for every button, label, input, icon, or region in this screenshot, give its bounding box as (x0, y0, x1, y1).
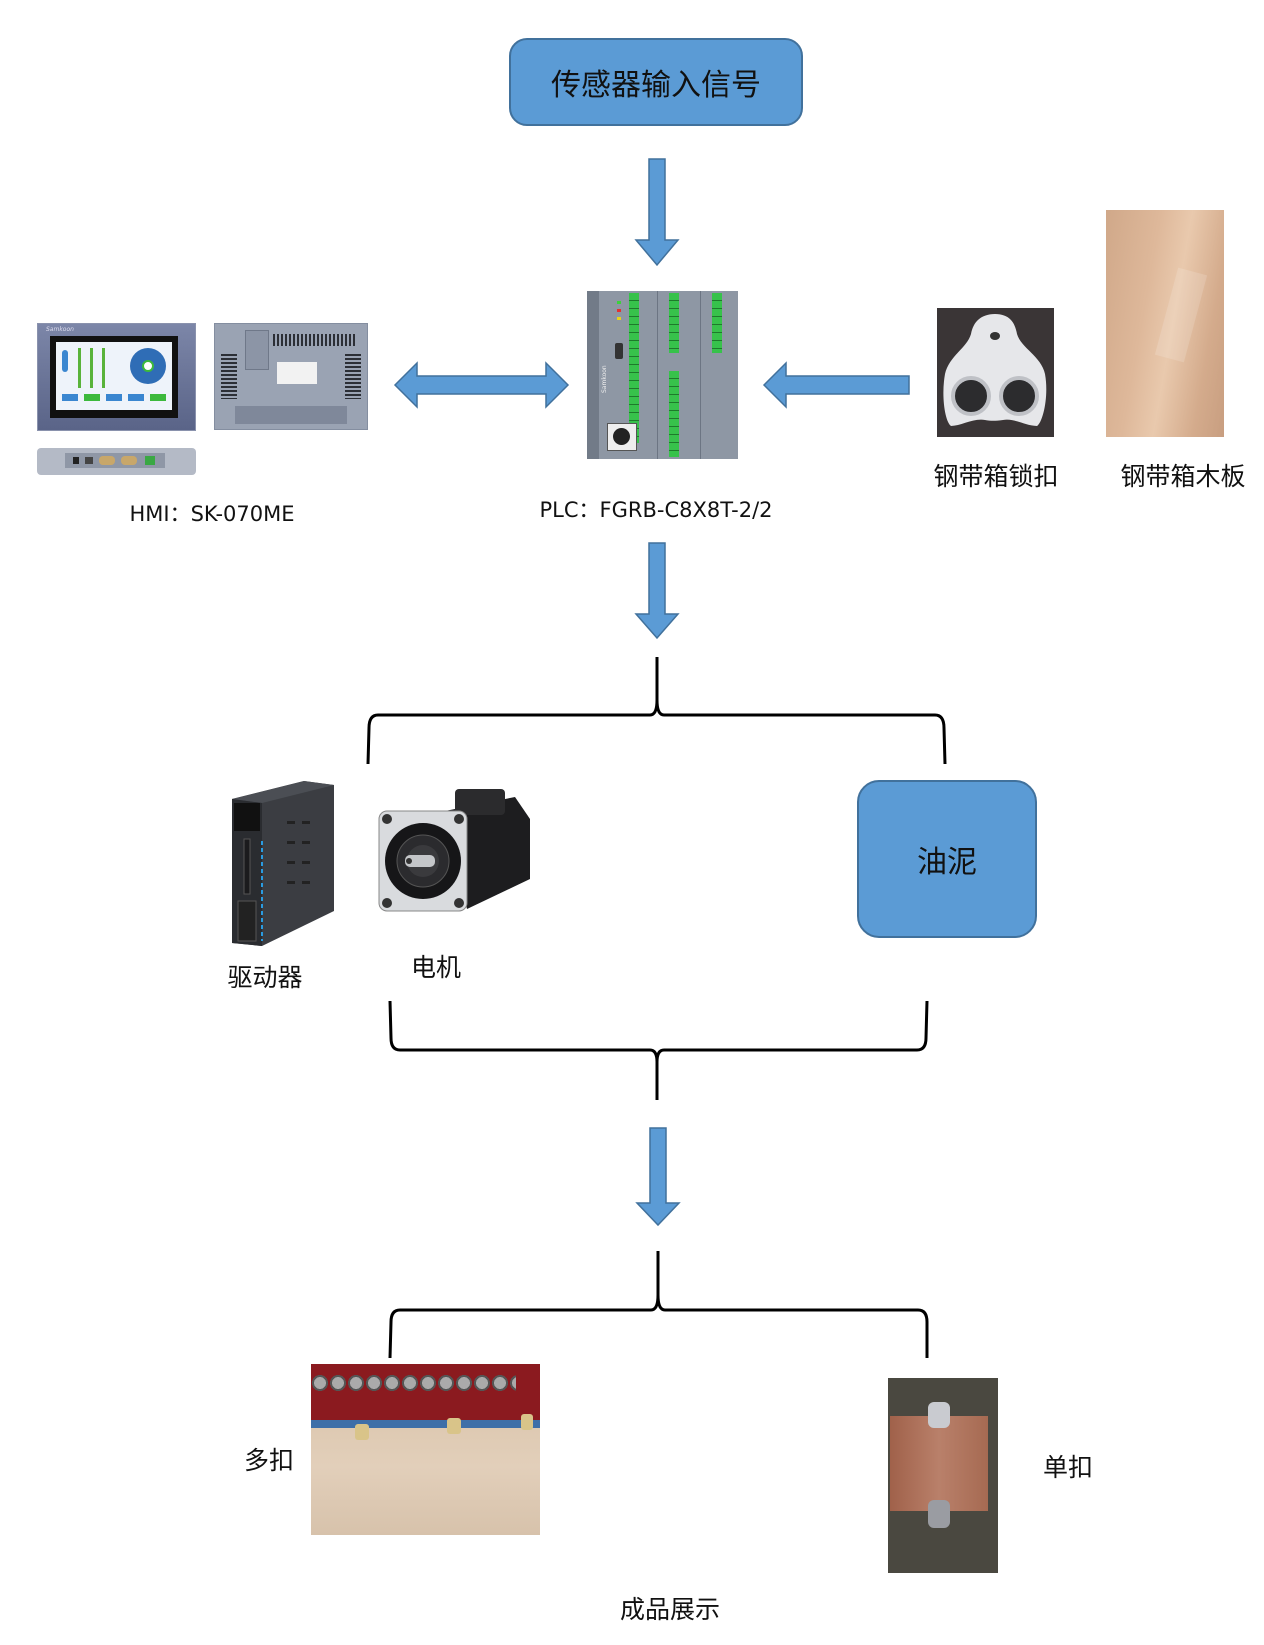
arrow-down-to-actuators (634, 542, 680, 640)
single-lock-label: 单扣 (1042, 1453, 1094, 1482)
steel-box-lock-image (937, 308, 1054, 437)
multi-lock-result-image (311, 1364, 540, 1535)
hmi-label: HMI：SK-070ME (129, 502, 295, 526)
steel-box-board-label: 钢带箱木板 (1120, 462, 1246, 491)
arrow-down-to-results (635, 1127, 681, 1227)
multi-lock-label: 多扣 (243, 1446, 295, 1475)
plc-serial-port (607, 423, 637, 451)
servo-driver-image (232, 781, 334, 946)
plc-usb-port (615, 343, 623, 359)
hmi-bottom-image (37, 448, 196, 475)
oil-pump-box: 油泥 (857, 780, 1037, 938)
results-caption: 成品展示 (619, 1595, 721, 1624)
servo-motor-image (375, 789, 530, 916)
plc-led-run (617, 309, 621, 312)
servo-driver-label: 驱动器 (227, 963, 303, 992)
brace-actuators-top (366, 657, 947, 765)
servo-motor-label: 电机 (410, 953, 462, 982)
plc-brand: Samkoon (601, 365, 608, 393)
hmi-brand: Samkoon (46, 326, 74, 333)
brace-actuators-bottom (388, 1000, 929, 1100)
brace-results (388, 1251, 929, 1359)
hmi-front-image: Samkoon (37, 323, 196, 431)
oil-pump-label: 油泥 (917, 845, 977, 880)
sensor-input-label: 传感器输入信号 (551, 68, 761, 103)
plc-label: PLC：FGRB-C8X8T-2/2 (539, 498, 773, 522)
sensor-input-box: 传感器输入信号 (509, 38, 803, 126)
double-arrow-hmi-plc (393, 361, 570, 409)
arrow-left-to-plc (762, 361, 910, 409)
single-lock-result-image (888, 1378, 998, 1573)
steel-box-board-image (1106, 210, 1224, 437)
steel-box-lock-label: 钢带箱锁扣 (933, 462, 1059, 491)
plc-image: Samkoon (587, 283, 738, 462)
plc-led-stop (617, 317, 621, 320)
plc-led-err (617, 301, 621, 304)
hmi-back-image (214, 323, 368, 430)
hmi-screen (56, 342, 172, 410)
arrow-down-to-plc (634, 158, 680, 267)
